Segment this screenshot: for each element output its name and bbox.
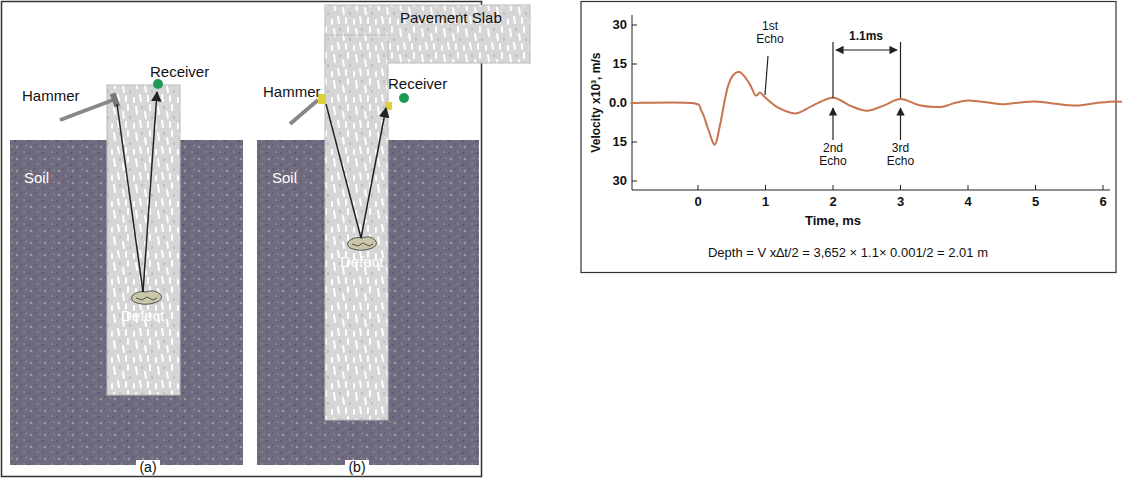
tick-label: 2 [829,195,836,209]
region-label: Soil [24,170,49,187]
tick-label: 15 [613,57,627,71]
tick-label: 3 [897,195,904,209]
hammer-handle [290,100,318,124]
part-label: Receiver [150,64,209,81]
hammer-head [110,92,120,107]
wave-path [143,92,157,292]
part-label: Hammer [22,88,80,105]
interval-label: 1.1ms [849,30,883,43]
tick-label: 0.0 [609,96,627,110]
velocity-waveform [631,72,1122,145]
part-label: Hammer [263,84,321,101]
axis-title: Velocity x10³, m/s [590,53,603,153]
part-label: Defect [121,308,164,325]
tick-label: 4 [964,195,971,209]
wave-path [117,104,143,292]
tick-label: 5 [1032,195,1039,209]
part-label: Defect [340,254,383,271]
tick-label: 30 [613,174,627,188]
tick-label: 1 [762,195,769,209]
echo-markers [765,42,901,140]
tick-label: 30 [613,18,627,32]
panel-label: (a) [136,460,159,475]
concrete-shaft [107,85,180,395]
axis-title: Time, ms [805,214,861,228]
defect-symbol [348,237,377,250]
part-label: Pavement Slab [400,10,502,27]
tick-label: 0 [694,195,701,209]
wave-path [326,104,361,238]
part-label: Receiver [388,76,447,93]
receiver-symbol [399,93,409,103]
defect-symbol [132,291,162,304]
receiver-symbol [153,79,163,89]
echo-label: 2nd Echo [811,142,855,168]
concrete-shaft [325,35,388,420]
region-label: Soil [272,170,297,187]
echo-label: 1st Echo [748,20,792,46]
chart-frame [581,2,1116,273]
tick-label: 6 [1099,195,1106,209]
echo-label: 3rd Echo [879,142,923,168]
panel-label: (b) [345,460,368,475]
wave-path [361,108,386,238]
formula-caption: Depth = V x∆t/2 = 3,652 × 1.1× 0.001/2 =… [708,246,988,260]
tick-label: 15 [613,135,627,149]
